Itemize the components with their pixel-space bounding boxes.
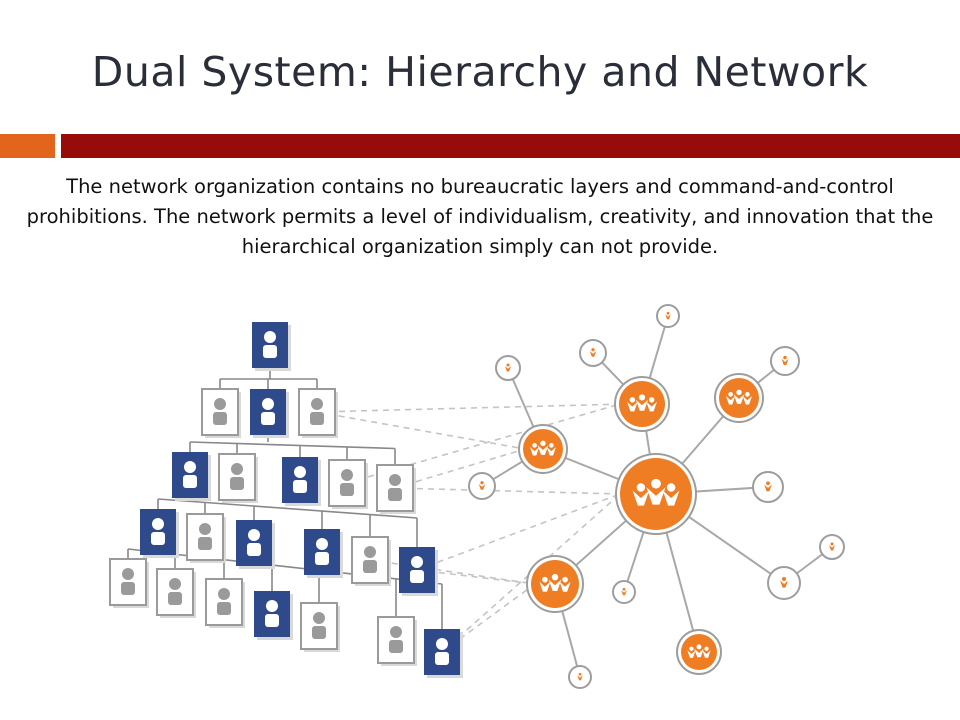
slide-title: Dual System: Hierarchy and Network — [91, 48, 869, 96]
hierarchy-network-illustration — [109, 304, 845, 689]
people-group-icon — [767, 566, 801, 600]
person-card-icon — [328, 459, 368, 509]
person-card-icon — [186, 513, 226, 563]
dashed-connectors — [316, 403, 626, 653]
person-card-icon — [351, 536, 391, 586]
accent-bar-orange — [0, 134, 55, 158]
people-group-icon — [770, 346, 800, 376]
person-card-icon — [377, 616, 417, 666]
people-group-icon — [612, 580, 636, 604]
person-card-icon — [140, 509, 179, 558]
person-card-icon — [156, 568, 196, 618]
person-card-icon — [109, 558, 149, 608]
person-card-icon — [300, 602, 340, 652]
person-card-icon — [304, 529, 343, 578]
people-group-icon — [615, 453, 697, 535]
people-group-icon — [614, 376, 670, 432]
people-group-icon — [526, 555, 584, 613]
person-card-icon — [172, 452, 211, 501]
person-card-icon — [250, 389, 289, 438]
person-card-icon — [218, 453, 258, 503]
people-group-icon — [579, 339, 607, 367]
network-nodes — [468, 304, 845, 689]
people-group-icon — [676, 629, 722, 675]
people-group-icon — [568, 665, 592, 689]
people-group-icon — [495, 355, 521, 381]
slide-body-text: The network organization contains no bur… — [26, 175, 934, 258]
person-card-icon — [424, 629, 463, 678]
person-card-icon — [201, 388, 241, 438]
people-group-icon — [714, 373, 764, 423]
people-group-icon — [656, 304, 680, 328]
people-group-icon — [468, 472, 496, 500]
people-group-icon — [518, 424, 568, 474]
people-group-icon — [752, 471, 784, 503]
person-card-icon — [282, 457, 321, 506]
person-card-icon — [298, 388, 338, 438]
accent-bar-red — [61, 134, 960, 158]
person-card-icon — [236, 520, 275, 569]
person-card-icon — [376, 464, 416, 514]
hierarchy-pyramid — [109, 322, 463, 678]
person-card-icon — [252, 322, 291, 371]
people-group-icon — [819, 534, 845, 560]
person-card-icon — [399, 547, 438, 596]
person-card-icon — [205, 578, 245, 628]
person-card-icon — [254, 591, 293, 640]
